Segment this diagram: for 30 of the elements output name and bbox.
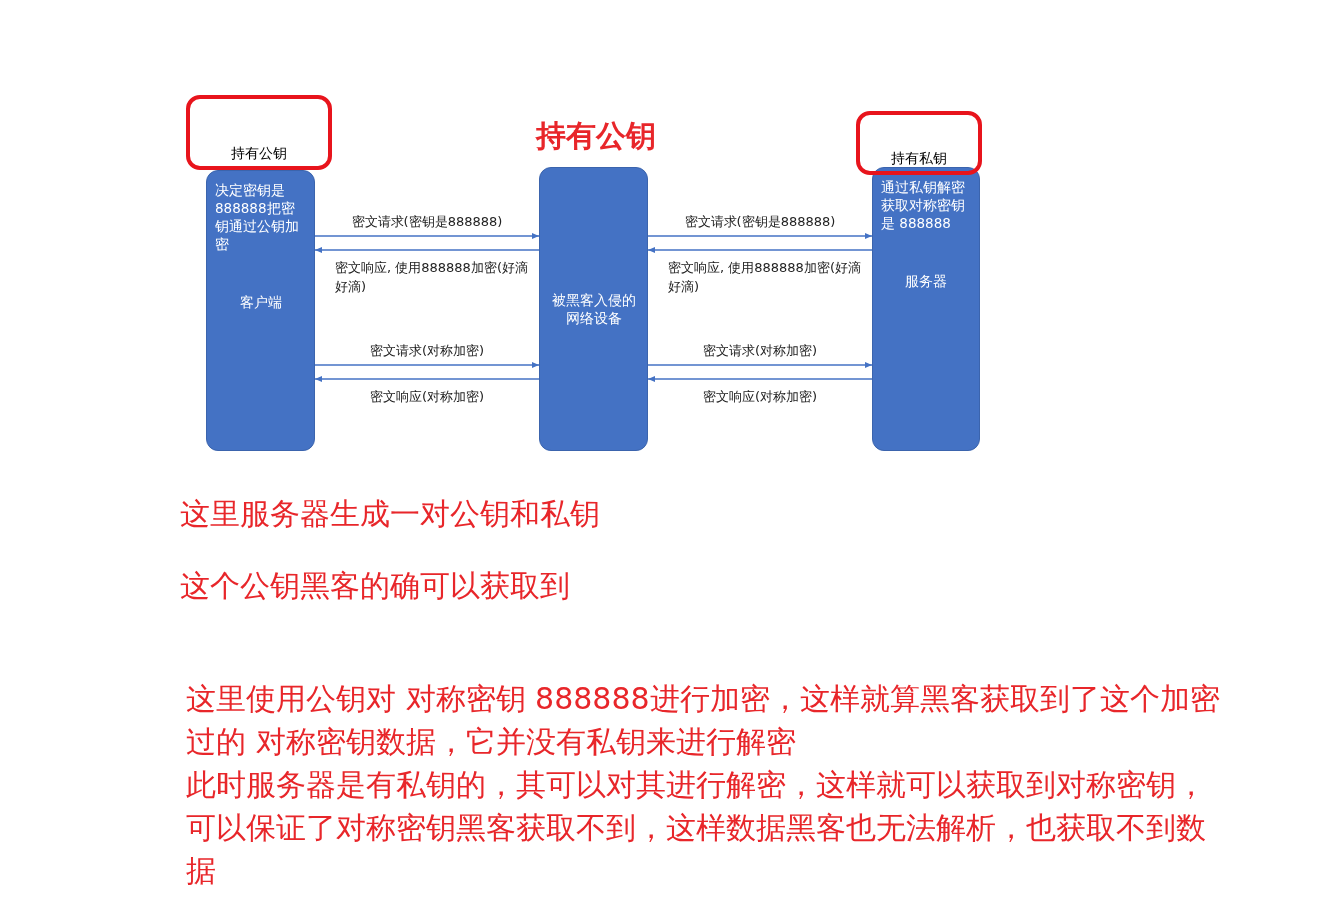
arrow bbox=[314, 376, 540, 382]
beside-caption: 持有公钥 bbox=[536, 117, 656, 155]
node-title: 客户端 bbox=[239, 293, 282, 311]
edge-label: 密文请求(对称加密) bbox=[701, 342, 819, 360]
note-text: 此时服务器是有私钥的，其可以对其进行解密，这样就可以获取到对称密钥，可以保证了对称密钥黑客获取不到，这样数据黑客也无法解析，也获取不到数据 bbox=[185, 766, 1207, 890]
arrow bbox=[647, 362, 873, 368]
node-title: 服务器 bbox=[905, 272, 947, 290]
arrow bbox=[647, 247, 873, 253]
note-text: 这个公钥黑客的确可以获取到 bbox=[180, 567, 571, 605]
node-label: 持有公钥 bbox=[231, 144, 287, 162]
node-description: 通过私钥解密获取对称密钥是 888888 bbox=[881, 178, 966, 232]
node-label: 持有私钥 bbox=[891, 149, 947, 167]
edge-label: 密文请求(对称加密) bbox=[368, 342, 486, 360]
edge-label: 密文响应(对称加密) bbox=[368, 388, 486, 406]
note-text: 这里服务器生成一对公钥和私钥 bbox=[180, 495, 601, 533]
column-box bbox=[206, 170, 315, 451]
arrow bbox=[314, 247, 540, 253]
edge-label: 密文响应(对称加密) bbox=[701, 388, 819, 406]
arrow bbox=[314, 233, 540, 239]
edge-label: 密文请求(密钥是888888) bbox=[683, 213, 837, 231]
edge-label: 密文响应, 使用888888加密(好滴好滴) bbox=[668, 259, 862, 296]
note-text: 这里使用公钥对 对称密钥 888888进行加密，这样就算黑客获取到了这个加密过的 对称密钥数据，它并没有私钥来进行解密 bbox=[185, 680, 1221, 761]
column-box bbox=[872, 167, 980, 451]
arrow bbox=[314, 362, 540, 368]
edge-label: 密文响应, 使用888888加密(好滴好滴) bbox=[335, 259, 529, 296]
arrow bbox=[647, 376, 873, 382]
node-description: 决定密钥是888888把密钥通过公钥加密 bbox=[215, 181, 300, 253]
arrow bbox=[647, 233, 873, 239]
edge-label: 密文请求(密钥是888888) bbox=[350, 213, 504, 231]
node-title: 被黑客入侵的网络设备 bbox=[550, 291, 637, 327]
